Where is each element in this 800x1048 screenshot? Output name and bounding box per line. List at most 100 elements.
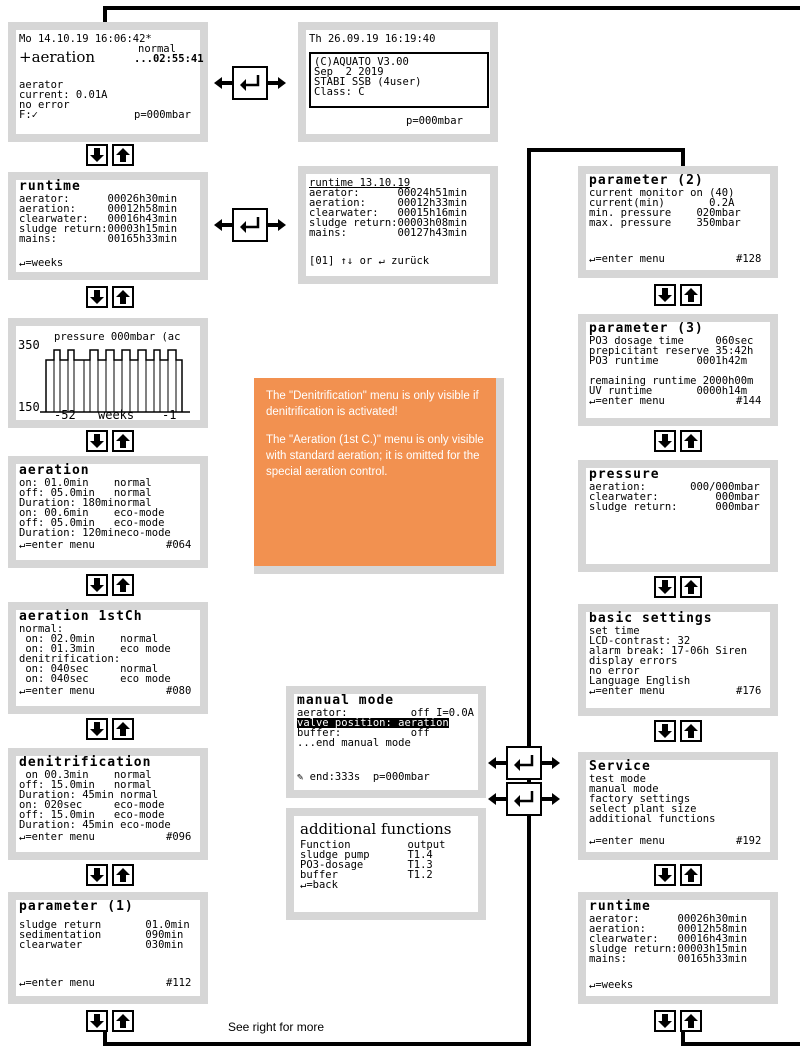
aeration-line: Duration: 120mineco-mode xyxy=(19,527,171,539)
lcd-parameter-2: parameter (2) current monitor on (40) cu… xyxy=(578,166,778,278)
up-button[interactable] xyxy=(680,576,702,598)
aeration1st-footer-right: #080 xyxy=(166,685,192,697)
enter-toggle-info[interactable] xyxy=(214,66,286,100)
connector-top-horizontal xyxy=(103,6,800,10)
runtime2-title: runtime xyxy=(589,899,651,914)
up-arrow-icon xyxy=(684,1014,698,1028)
service-item[interactable]: select plant size xyxy=(589,803,697,815)
down-button[interactable] xyxy=(86,574,108,596)
aeration-line: off: 05.0min eco-mode xyxy=(19,517,165,529)
param1-line: clearwater 030min xyxy=(19,939,184,951)
runtime2-line: aeration: 00012h58min xyxy=(589,923,748,935)
service-title: Service xyxy=(589,759,651,774)
lcd-runtime-right: runtime aerator: 00026h30min aeration: 0… xyxy=(578,892,778,1004)
up-button[interactable] xyxy=(680,1010,702,1032)
down-button[interactable] xyxy=(86,1010,108,1032)
enter-button[interactable] xyxy=(232,208,268,242)
down-arrow-icon xyxy=(90,290,104,304)
basic-line: set time xyxy=(589,625,640,637)
runtime2-line: clearwater: 00016h43min xyxy=(589,933,748,945)
down-button[interactable] xyxy=(654,1010,676,1032)
runtime2-line: aerator: 00026h30min xyxy=(589,913,748,925)
down-button[interactable] xyxy=(654,284,676,306)
enter-toggle-history[interactable] xyxy=(214,208,286,242)
enter-button[interactable] xyxy=(232,66,268,100)
down-button[interactable] xyxy=(654,864,676,886)
connector-mid-vertical xyxy=(527,148,531,1046)
basic-footer-right: #176 xyxy=(736,685,762,697)
enter-key-icon xyxy=(514,791,534,807)
enter-toggle-manual[interactable] xyxy=(488,746,560,780)
runtime2-line: sludge return:00003h15min xyxy=(589,943,748,955)
up-arrow-icon xyxy=(684,434,698,448)
enter-toggle-additional[interactable] xyxy=(488,782,560,816)
lcd-info: Th 26.09.19 16:19:40 (C)AQUATO V3.00 Sep… xyxy=(298,22,498,142)
additional-line: Function output xyxy=(300,839,446,851)
connector-top-left-vertical xyxy=(103,6,107,22)
lcd-aeration-1stch: aeration 1stCh normal: on: 02.0min norma… xyxy=(8,602,208,714)
additional-line: buffer T1.2 xyxy=(300,869,433,881)
nav-row xyxy=(86,144,134,166)
param1-line: sedimentation 090min xyxy=(19,929,184,941)
main-title: +aeration xyxy=(19,48,96,66)
up-button[interactable] xyxy=(112,718,134,740)
down-button[interactable] xyxy=(86,430,108,452)
runtime-line: clearwater: 00016h43min xyxy=(19,213,178,225)
chart-title: pressure 000mbar (ac xyxy=(54,331,181,343)
denitrification-line: off: 15.0min eco-mode xyxy=(19,809,165,821)
down-arrow-icon xyxy=(90,578,104,592)
param3-footer-right: #144 xyxy=(736,395,762,407)
down-button[interactable] xyxy=(654,720,676,742)
enter-key-icon xyxy=(240,217,260,233)
manual-title: manual mode xyxy=(297,693,395,708)
service-item[interactable]: factory settings xyxy=(589,793,691,805)
down-button[interactable] xyxy=(86,718,108,740)
manual-line: buffer: off xyxy=(297,727,430,739)
up-button[interactable] xyxy=(112,144,134,166)
nav-row xyxy=(86,286,134,308)
lcd-runtime: runtime aerator: 00026h30min aeration: 0… xyxy=(8,172,208,280)
basic-line: Language English xyxy=(589,675,691,687)
note-aeration: The "Aeration (1st C.)" menu is only vis… xyxy=(266,434,484,478)
up-button[interactable] xyxy=(680,430,702,452)
up-button[interactable] xyxy=(112,286,134,308)
denitrification-line: on: 020sec eco-mode xyxy=(19,799,165,811)
manual-line-selected[interactable]: valve position: aeration xyxy=(297,717,449,729)
down-button[interactable] xyxy=(654,430,676,452)
enter-button[interactable] xyxy=(506,782,542,816)
service-item[interactable]: test mode xyxy=(589,773,646,785)
down-button[interactable] xyxy=(86,144,108,166)
lcd-runtime-history: runtime 13.10.19 aerator: 00024h51min ae… xyxy=(298,166,498,284)
up-arrow-icon xyxy=(116,434,130,448)
up-button[interactable] xyxy=(680,720,702,742)
history-line: mains: 00127h43min xyxy=(309,227,468,239)
info-build-date: Sep 2 2019 xyxy=(314,66,384,78)
down-button[interactable] xyxy=(86,864,108,886)
param3-line: remaining runtime 2000h00m xyxy=(589,375,754,387)
param2-footer-right: #128 xyxy=(736,253,762,265)
down-arrow-icon xyxy=(658,434,672,448)
up-button[interactable] xyxy=(680,284,702,306)
connector-bottom-left-vertical xyxy=(103,1032,107,1046)
lcd-basic-settings: basic settings set time LCD-contrast: 32… xyxy=(578,604,778,716)
aeration-line: on: 00.6min eco-mode xyxy=(19,507,165,519)
pressure-line: aeration: 000/000mbar xyxy=(589,481,760,493)
down-button[interactable] xyxy=(86,286,108,308)
main-line-aerator: aerator xyxy=(19,79,64,91)
up-arrow-icon xyxy=(684,724,698,738)
param1-footer-left: ↵=enter menu xyxy=(19,977,95,989)
up-button[interactable] xyxy=(112,864,134,886)
up-button[interactable] xyxy=(112,430,134,452)
enter-button[interactable] xyxy=(506,746,542,780)
up-arrow-icon xyxy=(116,1014,130,1028)
info-class: Class: C xyxy=(314,86,365,98)
up-button[interactable] xyxy=(680,864,702,886)
up-button[interactable] xyxy=(112,1010,134,1032)
service-item[interactable]: manual mode xyxy=(589,783,659,795)
basic-footer-left: ↵=enter menu xyxy=(589,685,665,697)
service-item[interactable]: additional functions xyxy=(589,813,716,825)
lcd-parameter-3: parameter (3) PO3 dosage time 060sec pre… xyxy=(578,314,778,426)
up-button[interactable] xyxy=(112,574,134,596)
denitrification-line: off: 15.0min normal xyxy=(19,779,152,791)
down-button[interactable] xyxy=(654,576,676,598)
